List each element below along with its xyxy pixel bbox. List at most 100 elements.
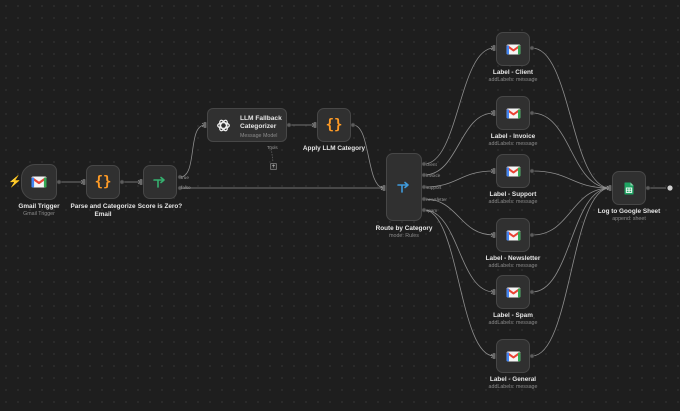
gmail-trigger-node[interactable] [21, 164, 57, 200]
add-tool-button[interactable]: + [270, 163, 277, 170]
gmail-icon [31, 176, 47, 188]
input-port-7 [492, 168, 496, 174]
label-support-title: Label - Support [489, 191, 537, 198]
braces-icon: {} [325, 117, 343, 133]
route-port-invoice: invoice [426, 173, 441, 178]
gmail-icon [505, 165, 521, 177]
output-port-0 [56, 179, 62, 185]
route-title: Route by Category [375, 225, 433, 232]
edge-route-label-3 [423, 198, 495, 236]
gmail-icon [505, 43, 521, 55]
output-port-14 [529, 232, 535, 238]
input-port-3 [313, 122, 317, 128]
label-newsletter-title: Label - Newsletter [485, 255, 541, 262]
sheet-subtitle: append: sheet [612, 216, 646, 222]
output-port-12 [529, 110, 535, 116]
route-subtitle: mode: Rules [389, 233, 419, 239]
label-client-title: Label - Client [492, 69, 534, 76]
input-port-5 [492, 45, 496, 51]
llm-node[interactable]: LLM Fallback Categorizer Message Model [207, 108, 287, 142]
sheet-output-end-dot [667, 185, 673, 191]
llm-text: LLM Fallback Categorizer Message Model [240, 115, 286, 140]
input-port-8 [492, 232, 496, 238]
label-general-subtitle: addLabels: message [488, 384, 538, 390]
input-port-0 [82, 179, 86, 185]
apply-title: Apply LLM Category [302, 145, 366, 152]
label-invoice-label: Label - Invoice addLabels: message [489, 133, 538, 148]
edge-route-label-1 [423, 112, 495, 176]
label-general-title: Label - General [489, 376, 537, 383]
label-newsletter-label: Label - Newsletter addLabels: message [486, 255, 541, 270]
label-newsletter-node[interactable] [496, 218, 530, 252]
parse-node[interactable]: {} [86, 165, 120, 199]
gmail-trigger-label: Gmail Trigger Gmail Trigger [18, 203, 59, 218]
gmail-trigger-title: Gmail Trigger [18, 203, 60, 210]
output-port-16 [529, 353, 535, 359]
input-port-4 [382, 185, 386, 191]
edge-route-label-0 [423, 47, 495, 165]
label-client-label: Label - Client addLabels: message [489, 69, 538, 84]
route-node[interactable] [386, 153, 422, 221]
edge-route-label-4 [423, 209, 495, 293]
output-port-17 [645, 185, 651, 191]
llm-title: LLM Fallback Categorizer [240, 115, 282, 130]
input-port-11 [608, 185, 612, 191]
edge-label-sheet-5 [531, 187, 611, 357]
sheet-label: Log to Google Sheet append: sheet [598, 208, 660, 223]
output-port-1 [119, 179, 125, 185]
label-spam-subtitle: addLabels: message [488, 320, 538, 326]
if-branch-icon [153, 176, 167, 188]
label-support-node[interactable] [496, 154, 530, 188]
label-client-subtitle: addLabels: message [488, 77, 538, 83]
output-port-5 [350, 122, 356, 128]
edge-label-sheet-3 [531, 187, 611, 236]
edge-route-label-2 [423, 170, 495, 188]
edge-route-label-5 [423, 209, 495, 357]
route-icon [397, 181, 411, 193]
edge-label-sheet-1 [531, 112, 611, 189]
label-invoice-title: Label - Invoice [490, 133, 536, 140]
edge-apply-route [352, 124, 385, 189]
score-label: Score is Zero? [138, 203, 182, 211]
route-port-newsletter: newsletter [426, 197, 447, 202]
input-port-10 [492, 353, 496, 359]
gmail-trigger-subtitle: Gmail Trigger [23, 211, 55, 217]
input-port-1 [139, 179, 143, 185]
score-true-port-label: true [181, 175, 189, 180]
label-newsletter-subtitle: addLabels: message [488, 263, 538, 269]
apply-node[interactable]: {} [317, 108, 351, 142]
gmail-icon [505, 229, 521, 241]
sheet-title: Log to Google Sheet [597, 208, 661, 215]
label-spam-title: Label - Spam [493, 312, 533, 319]
score-node[interactable] [143, 165, 177, 199]
label-general-node[interactable] [496, 339, 530, 373]
output-port-13 [529, 168, 535, 174]
route-label: Route by Category mode: Rules [376, 225, 433, 240]
edge-label-sheet-0 [531, 47, 611, 189]
edge-label-sheet-2 [531, 170, 611, 189]
route-port-client: client [426, 162, 437, 167]
braces-icon: {} [94, 174, 112, 190]
llm-subtitle: Message Model [240, 133, 278, 139]
input-port-6 [492, 110, 496, 116]
label-support-subtitle: addLabels: message [488, 199, 538, 205]
output-port-11 [529, 45, 535, 51]
output-port-15 [529, 289, 535, 295]
label-client-node[interactable] [496, 32, 530, 66]
label-spam-label: Label - Spam addLabels: message [489, 312, 538, 327]
parse-title: Parse and Categorize Email [70, 203, 136, 218]
sheet-node[interactable] [612, 171, 646, 205]
parse-label: Parse and Categorize Email [68, 203, 138, 219]
output-port-3 [177, 185, 183, 191]
edge-score-true-llm [179, 124, 206, 178]
label-invoice-subtitle: addLabels: message [488, 141, 538, 147]
google-sheets-icon [624, 182, 634, 195]
score-title: Score is Zero? [137, 203, 183, 210]
label-spam-node[interactable] [496, 275, 530, 309]
output-port-4 [286, 122, 292, 128]
gmail-icon [505, 286, 521, 298]
label-support-label: Label - Support addLabels: message [489, 191, 538, 206]
label-invoice-node[interactable] [496, 96, 530, 130]
